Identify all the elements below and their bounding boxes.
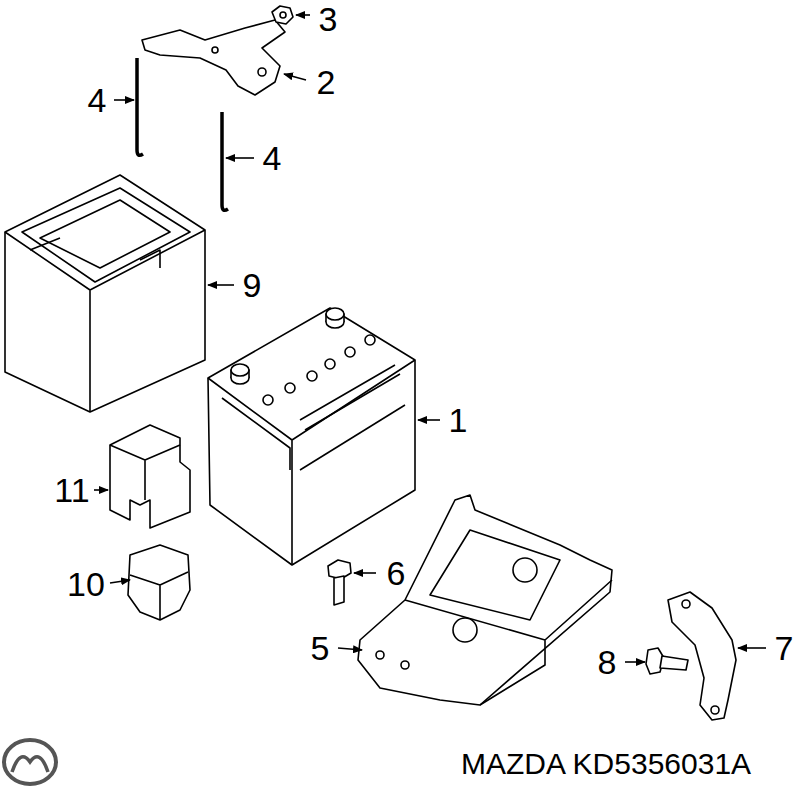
callout-number: 3	[319, 2, 338, 36]
battery-cover	[5, 175, 205, 412]
callout-number: 4	[88, 83, 107, 117]
battery-tray	[358, 495, 612, 705]
callout-number: 7	[775, 631, 794, 665]
brand-logo	[4, 740, 56, 784]
callout-number: 9	[243, 268, 262, 302]
battery-part	[110, 425, 190, 528]
callout-number: 2	[317, 65, 336, 99]
hold-down-bracket	[142, 20, 285, 95]
battery	[208, 308, 415, 565]
callout-number: 5	[311, 631, 330, 665]
leader-lines	[94, 15, 766, 662]
battery-terminal	[231, 308, 344, 384]
hold-down-rod	[222, 112, 228, 210]
callout-number: 10	[67, 567, 105, 601]
callout-number: 1	[449, 403, 468, 437]
callout-number: 4	[263, 141, 282, 175]
callout-number: 6	[387, 556, 406, 590]
callout-number: 8	[598, 645, 617, 679]
nut	[272, 6, 293, 24]
callout-number: 11	[54, 473, 89, 507]
hold-down-rod	[137, 58, 143, 155]
part-number: MAZDA KD5356031A	[461, 749, 751, 779]
battery-part	[128, 545, 190, 620]
tray-bracket	[668, 592, 736, 720]
